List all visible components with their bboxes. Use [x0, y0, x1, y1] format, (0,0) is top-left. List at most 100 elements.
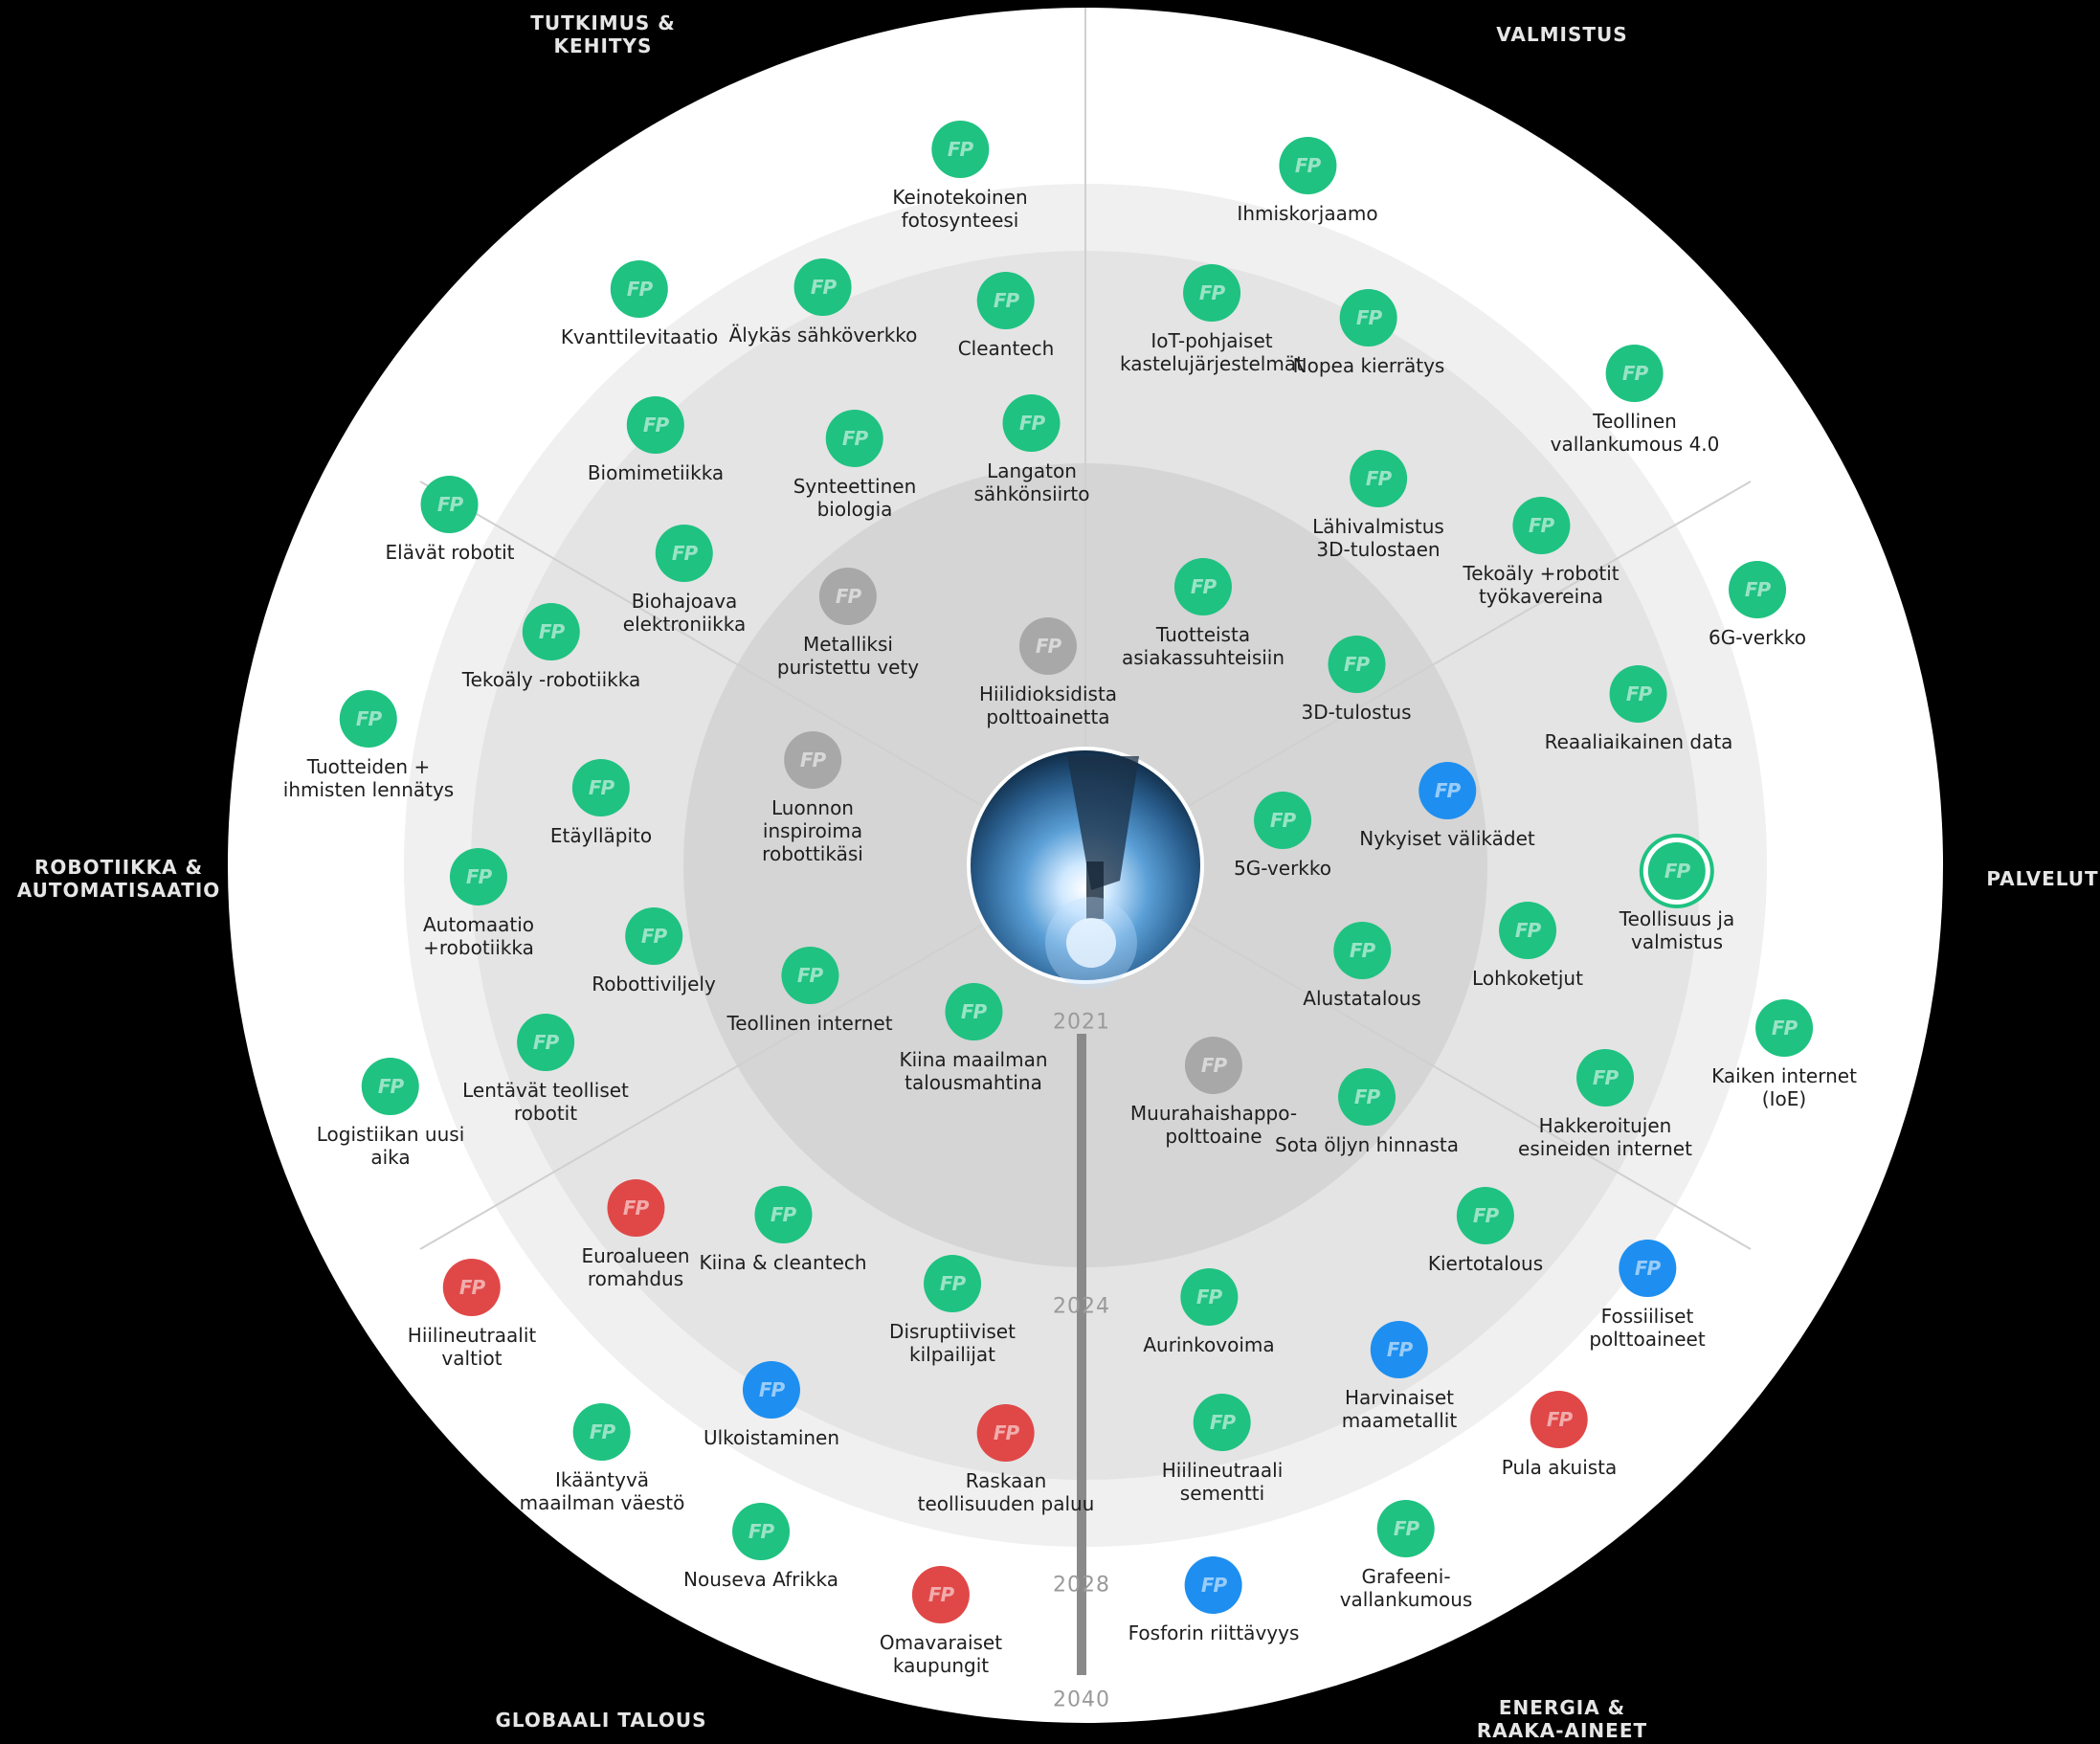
fp-badge-icon[interactable]: FP	[818, 568, 877, 625]
fp-badge-icon[interactable]: FP	[826, 410, 883, 467]
fp-badge-icon[interactable]: FP	[572, 759, 630, 816]
fp-badge-icon[interactable]: FP	[976, 272, 1035, 329]
fp-badge-icon[interactable]: FP	[606, 1179, 664, 1237]
fp-badge-icon[interactable]: FP	[1003, 394, 1061, 452]
fp-badge-icon[interactable]: FP	[923, 1255, 981, 1312]
fp-badge-icon[interactable]: FP	[1182, 264, 1240, 322]
fp-badge-icon[interactable]: FP	[781, 947, 838, 1004]
fp-badge-icon[interactable]: FP	[1605, 345, 1664, 402]
fp-badge-icon[interactable]: FP	[1728, 561, 1786, 618]
fp-badge-icon[interactable]: FP	[1253, 792, 1311, 849]
fp-badge-icon[interactable]: FP	[912, 1566, 970, 1623]
fp-badge-icon[interactable]: FP	[1456, 1187, 1514, 1244]
fp-badge-icon[interactable]: FP	[1338, 1068, 1396, 1126]
fp-badge-icon[interactable]: FP	[1194, 1394, 1251, 1451]
fp-badge-icon[interactable]: FP	[1370, 1321, 1428, 1378]
fp-badge-icon[interactable]: FP	[449, 848, 507, 906]
fp-badge-icon[interactable]: FP	[361, 1058, 419, 1115]
fp-badge-icon[interactable]: FP	[1530, 1391, 1588, 1448]
fp-badge-icon[interactable]: FP	[340, 690, 397, 748]
fp-badge-icon[interactable]: FP	[1754, 999, 1813, 1057]
fp-badge-icon[interactable]: FP	[732, 1503, 790, 1560]
fp-badge-icon[interactable]: FP	[573, 1403, 631, 1461]
fp-badge-icon[interactable]: FP	[1576, 1049, 1634, 1107]
fp-badge-icon[interactable]: FP	[753, 1186, 812, 1243]
fp-badge-icon[interactable]: FP	[930, 121, 989, 178]
fp-badge-icon[interactable]: FP	[627, 396, 684, 454]
fp-badge-icon[interactable]: FP	[611, 260, 668, 318]
fp-badge-icon[interactable]: FP	[1332, 922, 1391, 979]
fp-badge-icon[interactable]: FP	[1173, 558, 1232, 615]
fp-badge-icon[interactable]: FP	[784, 731, 841, 789]
fp-badge-icon[interactable]: FP	[1512, 497, 1570, 554]
fp-badge-icon[interactable]: FP	[442, 1259, 501, 1316]
fp-badge-icon[interactable]: FP	[944, 983, 1002, 1040]
fp-badge-icon[interactable]: FP	[624, 907, 682, 965]
fp-badge-icon[interactable]: FP	[517, 1014, 574, 1071]
fp-badge-icon[interactable]: FP	[1179, 1268, 1238, 1326]
fp-badge-icon[interactable]: FP	[1377, 1500, 1435, 1557]
fp-badge-icon[interactable]: FP	[523, 603, 580, 660]
fp-badge-icon[interactable]: FP	[1499, 902, 1556, 959]
fp-badge-icon[interactable]: FP	[1339, 289, 1397, 347]
fp-badge-icon[interactable]: FP	[1327, 636, 1385, 693]
fp-badge-icon[interactable]: FP	[1418, 762, 1476, 819]
fp-badge-icon[interactable]: FP	[1184, 1037, 1242, 1094]
fp-badge-icon[interactable]: FP	[421, 476, 479, 533]
fp-badge-icon[interactable]: FP	[1647, 842, 1706, 900]
fp-badge-icon[interactable]: FP	[1279, 137, 1336, 194]
fp-badge-icon[interactable]: FP	[742, 1361, 800, 1419]
fp-badge-icon[interactable]: FP	[1019, 617, 1077, 675]
fp-badge-icon[interactable]: FP	[977, 1404, 1035, 1462]
fp-badge-icon[interactable]: FP	[1618, 1240, 1676, 1297]
